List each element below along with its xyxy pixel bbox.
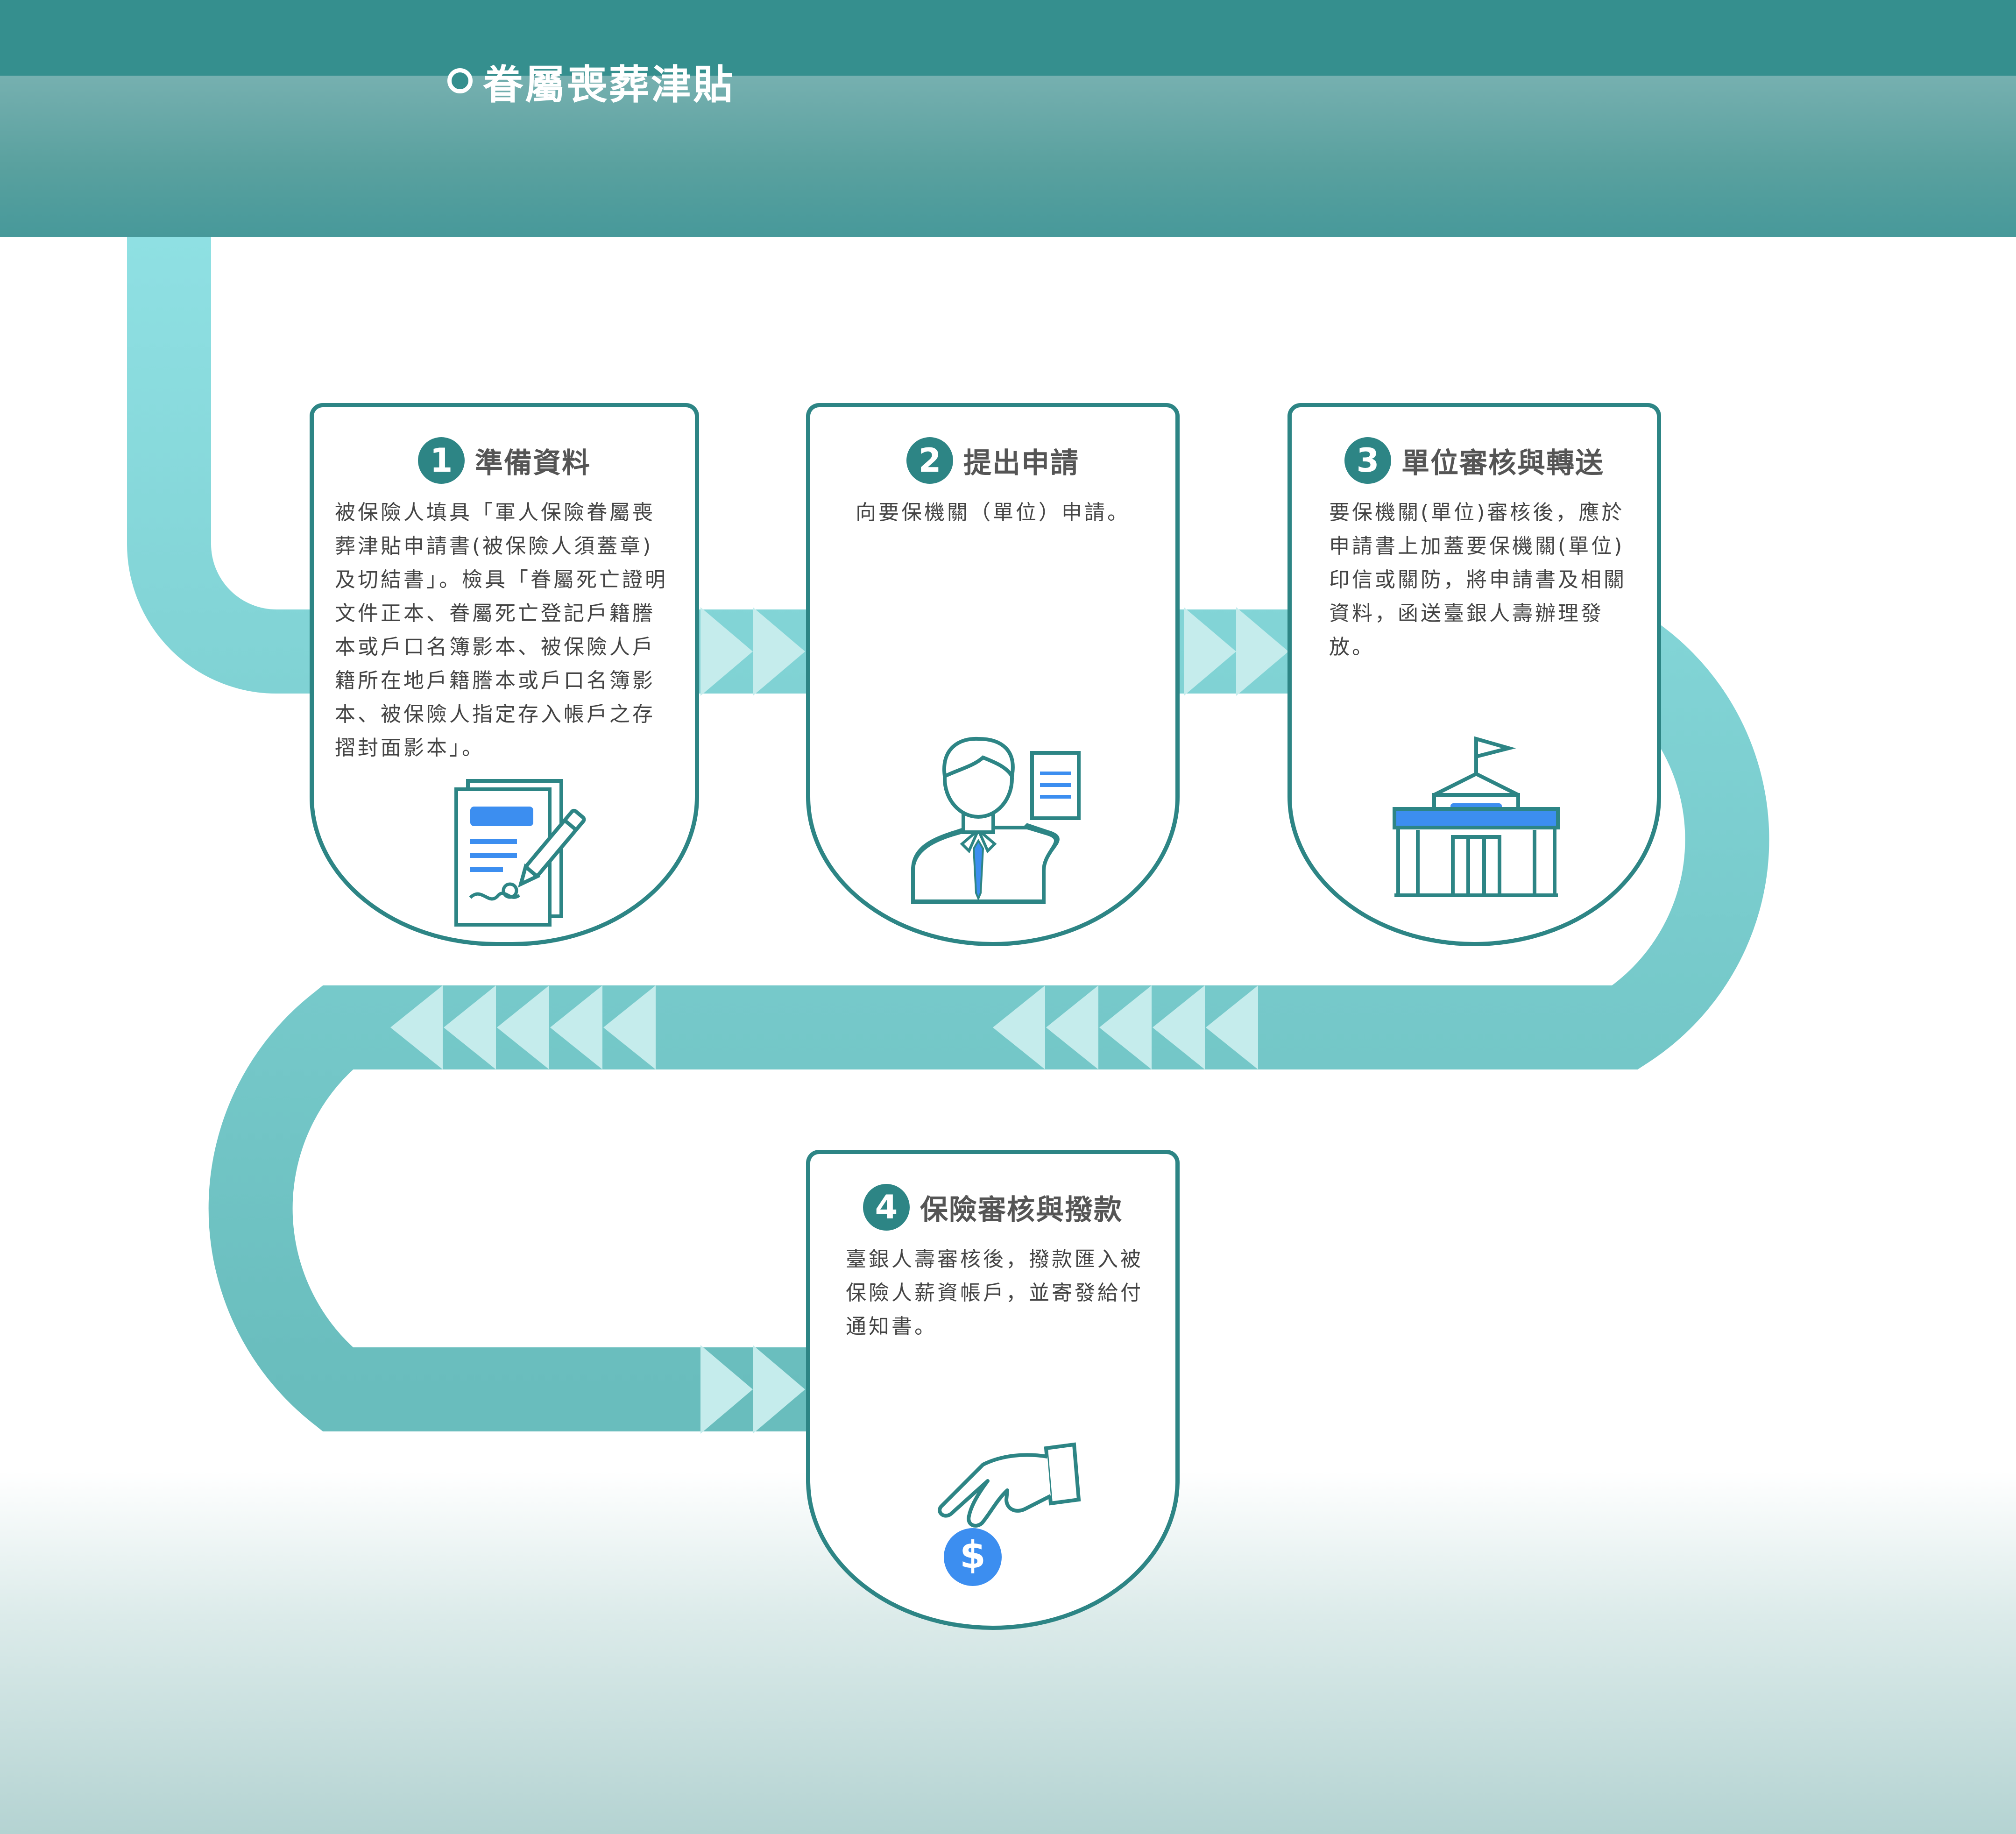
step-3-title-text: 單位審核與轉送 [1401, 446, 1604, 480]
step-2-description: 向要保機關（單位）申請。 [856, 501, 1130, 524]
step-card-3: 3 單位審核與轉送 要保機關(單位)審核後，應於申請書上加蓋要保機關(單位)印信… [1287, 403, 1661, 946]
step-3-number: 3 [1344, 437, 1391, 484]
step-card-1: 1 準備資料 被保險人填具「軍人保險眷屬喪葬津貼申請書(被保險人須蓋章)及切結書… [310, 403, 699, 946]
page-title-text: 眷屬喪葬津貼 [483, 61, 735, 108]
header-band [0, 76, 2016, 237]
step-2-title: 2 提出申請 [810, 437, 1175, 484]
step-1-description: 被保險人填具「軍人保險眷屬喪葬津貼申請書(被保險人須蓋章)及切結書」。檢具「眷屬… [335, 501, 668, 760]
flow-path [127, 237, 1769, 1431]
arrow-group-5 [700, 1345, 805, 1434]
document-signature-icon [454, 779, 586, 927]
step-4-number: 4 [863, 1184, 910, 1231]
government-building-icon [1393, 736, 1560, 897]
step-card-2: 2 提出申請 向要保機關（單位）申請。 [806, 403, 1180, 946]
step-1-number: 1 [418, 437, 465, 484]
hand-money-icon: $ [938, 1442, 1081, 1586]
step-2-number: 2 [906, 437, 953, 484]
person-document-icon [911, 736, 1081, 904]
arrow-group-4 [993, 985, 1258, 1069]
arrow-group-2 [1184, 607, 1288, 696]
arrow-group-3 [390, 985, 656, 1069]
step-4-title: 4 保險審核與撥款 [810, 1184, 1175, 1231]
step-1-title: 1 準備資料 [314, 437, 695, 484]
step-2-title-text: 提出申請 [963, 446, 1079, 480]
step-4-description: 臺銀人壽審核後，撥款匯入被保險人薪資帳戶，並寄發給付通知書。 [846, 1247, 1143, 1338]
header-top-bar [0, 0, 2016, 76]
step-3-description: 要保機關(單位)審核後，應於申請書上加蓋要保機關(單位)印信或關防，將申請書及相… [1329, 501, 1627, 659]
step-1-title-text: 準備資料 [475, 446, 591, 480]
title-bullet-icon [447, 68, 473, 93]
step-card-4: 4 保險審核與撥款 臺銀人壽審核後，撥款匯入被保險人薪資帳戶，並寄發給付通知書。… [806, 1150, 1180, 1630]
step-3-title: 3 單位審核與轉送 [1292, 437, 1657, 484]
page-title: 眷屬喪葬津貼 [447, 55, 735, 108]
dollar-sign-icon: $ [960, 1533, 986, 1577]
step-4-title-text: 保險審核與撥款 [920, 1193, 1123, 1226]
arrow-group-1 [700, 607, 805, 696]
